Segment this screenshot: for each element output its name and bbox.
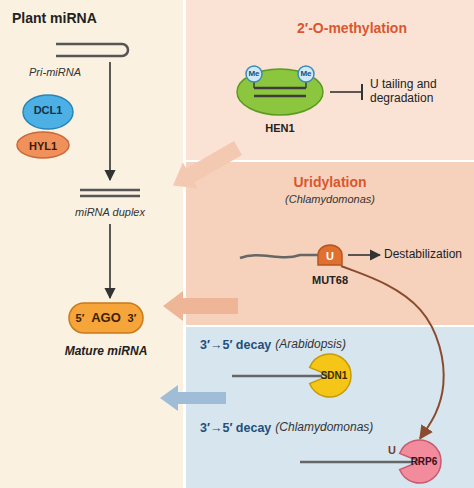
methyl-group-outline (246, 66, 262, 82)
process-arrow (109, 224, 111, 298)
pathway-arrow (160, 385, 226, 411)
mirna-strand (240, 255, 318, 258)
enzyme-oval-outline (17, 132, 69, 158)
node-label: AGO (91, 311, 121, 326)
panel-heading: 3′→5′ decay (200, 338, 271, 352)
panel-ground (0, 0, 183, 488)
sdn1-exonuclease-outline (310, 354, 351, 397)
node-label: Me (300, 69, 311, 78)
pathway-panel: Plant miRNA DCL1HYL1 5′ AGO 3′ (0, 0, 183, 488)
panel-heading: Uridylation (293, 174, 366, 190)
node-label: HEN1 (265, 122, 294, 135)
panel-heading: (Chlamydomonas) (285, 193, 375, 206)
mirna-strand (300, 461, 412, 464)
stage-label: Pri-miRNA (29, 66, 81, 79)
mut68-enzyme-outline (318, 245, 342, 265)
stage-label: miRNA duplex (75, 206, 145, 219)
pathway-arrow (163, 291, 238, 321)
node-label: 5′ (76, 312, 85, 325)
process-arrow (348, 254, 380, 256)
methyl-group: Me (297, 65, 315, 83)
rrp6-exonuclease: RRP6 (397, 439, 442, 484)
ago-protein: 5′ AGO 3′ (68, 302, 144, 334)
ago-protein-outline (69, 303, 143, 333)
enzyme-oval: DCL1 (22, 94, 74, 130)
decay-panel: 3′→5′ decay (Arabidopsis) 3′→5′ decay (Chla… (186, 327, 474, 488)
process-arrow (109, 62, 111, 180)
methyl-group-outline (298, 66, 314, 82)
node-label: RRP6 (411, 456, 438, 468)
mut68-enzyme: UMUT68 (317, 244, 343, 266)
panel-heading: (Arabidopsis) (275, 338, 346, 352)
inhibition-line (330, 91, 362, 93)
pathway-arrow (166, 135, 246, 198)
effect-note: Destabilization (384, 248, 462, 262)
rrp6-exonuclease-outline (400, 440, 441, 483)
stage-label: Mature miRNA (65, 345, 148, 359)
methyl-group: Me (245, 65, 263, 83)
sdn1-exonuclease: SDN1 (307, 353, 352, 398)
node-label: Me (248, 69, 259, 78)
transition-arrow (341, 266, 444, 438)
panel-heading: (Chlamydomonas) (275, 421, 373, 435)
node-label: HYL1 (29, 140, 57, 153)
duplex-strand (80, 189, 140, 192)
uridine-mark: U (388, 444, 396, 457)
mirna-strand (232, 375, 322, 378)
inhibition-bar (361, 84, 363, 100)
node-label: DCL1 (34, 104, 63, 117)
hairpin-rna (56, 44, 128, 56)
enzyme-oval-outline (23, 95, 73, 129)
panel-ground (186, 0, 474, 160)
node-label: SDN1 (321, 370, 348, 382)
duplex-strand (254, 87, 306, 90)
panel-heading: 2′-O-methylation (297, 20, 407, 36)
node-label: 3′ (128, 312, 137, 325)
uridylation-panel: Uridylation(Chlamydomonas)UMUT68 (186, 162, 474, 325)
effect-note: U tailing and degradation (370, 78, 466, 106)
hen1-enzyme-outline (237, 69, 323, 115)
node-label: U (326, 250, 334, 263)
duplex-strand (80, 195, 140, 198)
duplex-strand (254, 95, 306, 98)
hen1-enzyme: HEN1MeMe (236, 68, 324, 116)
panel-ground (186, 327, 474, 488)
node-label: MUT68 (312, 274, 348, 287)
enzyme-oval: HYL1 (16, 131, 70, 159)
panel-heading: 3′→5′ decay (200, 421, 271, 435)
panel-heading: Plant miRNA (12, 10, 97, 26)
